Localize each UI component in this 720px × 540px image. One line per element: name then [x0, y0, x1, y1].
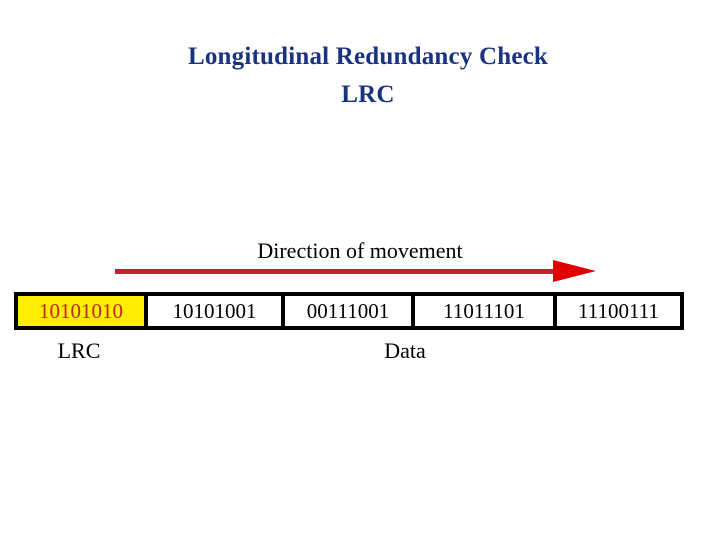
caption-data: Data — [384, 338, 426, 363]
frame-block-row: 10101010 10101001 00111001 11011101 1110… — [14, 292, 684, 330]
arrow-shaft — [115, 269, 557, 274]
direction-of-movement-label: Direction of movement — [257, 238, 463, 263]
direction-arrow — [115, 258, 597, 288]
page-title-line-2: LRC — [341, 81, 395, 108]
arrow-head-right-icon — [553, 260, 596, 282]
caption-lrc: LRC — [57, 338, 101, 363]
page-title-line-1: Longitudinal Redundancy Check — [187, 43, 549, 70]
frame-cell-data-4: 11100111 — [557, 296, 680, 326]
frame-cell-data-3: 11011101 — [415, 296, 557, 326]
frame-cell-lrc: 10101010 — [18, 296, 148, 326]
page-title: Longitudinal Redundancy Check LRC — [60, 38, 676, 114]
frame-cell-data-2: 00111001 — [285, 296, 415, 326]
frame-cell-data-1: 10101001 — [148, 296, 285, 326]
